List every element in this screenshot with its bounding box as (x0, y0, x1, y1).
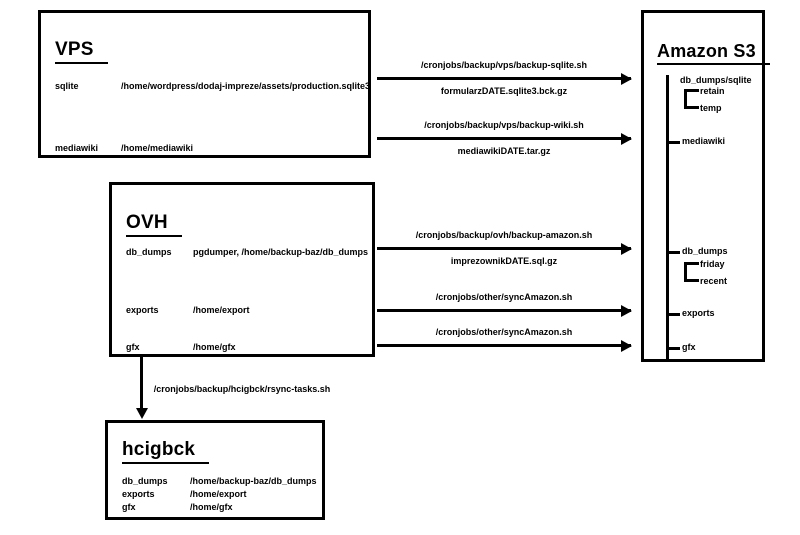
edge-vps-sqlite-label-artifact: formularzDATE.sqlite3.bck.gz (440, 86, 568, 96)
row-value: /home/export (193, 305, 250, 315)
node-vps-row-mediawiki: mediawiki/home/mediawiki (55, 143, 193, 154)
node-ovh-title-text: OVH (126, 212, 168, 233)
title-underline (55, 62, 108, 64)
row-value: /home/backup-baz/db_dumps (190, 476, 317, 486)
node-amazon-s3[interactable]: Amazon S3 db_dumps/sqlite retain temp me… (641, 10, 770, 362)
edge-ovh-gfx-to-s3-arrow (377, 339, 632, 352)
sub-branch-arm (687, 279, 699, 282)
edge-vps-sqlite-label-script: /cronjobs/backup/vps/backup-sqlite.sh (420, 60, 588, 70)
edge-vps-mediawiki-label-artifact: mediawikiDATE.tar.gz (457, 146, 551, 156)
node-ovh-row-exports: exports/home/export (126, 305, 250, 316)
row-key: gfx (126, 342, 140, 352)
node-ovh-title: OVH (126, 212, 182, 237)
node-hcigbck[interactable]: hcigbck db_dumps/home/backup-baz/db_dump… (105, 420, 325, 520)
node-vps[interactable]: VPS sqlite/home/wordpress/dodaj-impreze/… (38, 10, 371, 158)
s3-tree-item-db-dumps: db_dumps (682, 246, 728, 256)
edge-ovh-dbdumps-label-script: /cronjobs/backup/ovh/backup-amazon.sh (415, 230, 593, 240)
edge-vps-sqlite-to-s3-arrow (377, 72, 632, 85)
s3-tree-item-db-dumps-sqlite: db_dumps/sqlite (680, 75, 752, 85)
title-underline (657, 63, 770, 65)
edge-ovh-dbdumps-to-s3-arrow (377, 242, 632, 255)
node-amazon-s3-title-text: Amazon S3 (657, 41, 756, 61)
edge-ovh-gfx-label-script: /cronjobs/other/syncAmazon.sh (435, 327, 573, 337)
title-underline (126, 235, 182, 237)
edge-ovh-to-hcigbck-label-script: /cronjobs/backup/hcigbck/rsync-tasks.sh (153, 384, 331, 394)
s3-subtree-item-temp: temp (700, 103, 722, 113)
s3-subtree-item-retain: retain (700, 86, 725, 96)
s3-tree-tick-db-dumps (666, 251, 680, 254)
row-value: pgdumper, /home/backup-baz/db_dumps (193, 247, 369, 257)
row-value: /home/gfx (190, 502, 233, 512)
node-vps-title-text: VPS (55, 39, 94, 60)
sub-branch-arm (687, 106, 699, 109)
node-hcigbck-row-exports: exports/home/export (122, 489, 247, 500)
row-key: exports (126, 305, 159, 315)
node-hcigbck-title-text: hcigbck (122, 439, 196, 460)
edge-ovh-to-hcigbck-arrow (135, 357, 148, 419)
row-key: gfx (122, 502, 136, 512)
row-value: /home/gfx (193, 342, 236, 352)
edge-vps-mediawiki-label-script: /cronjobs/backup/vps/backup-wiki.sh (424, 120, 584, 130)
node-hcigbck-row-gfx: gfx/home/gfx (122, 502, 233, 513)
s3-tree-item-exports: exports (682, 308, 715, 318)
s3-subtree-bracket-db-dumps (684, 262, 699, 282)
sub-branch-arm (687, 89, 699, 92)
row-value: /home/wordpress/dodaj-impreze/assets/pro… (121, 81, 371, 91)
node-vps-title: VPS (55, 39, 108, 64)
s3-tree-tick-mediawiki (666, 141, 680, 144)
node-amazon-s3-title: Amazon S3 (657, 41, 770, 65)
sub-branch-arm (687, 262, 699, 265)
edge-ovh-exports-to-s3-arrow (377, 304, 632, 317)
s3-tree-trunk (666, 75, 669, 359)
node-hcigbck-title: hcigbck (122, 439, 210, 464)
row-value: /home/export (190, 489, 247, 499)
row-key: mediawiki (55, 143, 99, 153)
row-value: /home/mediawiki (121, 143, 194, 153)
node-vps-row-sqlite: sqlite/home/wordpress/dodaj-impreze/asse… (55, 81, 370, 92)
edge-vps-mediawiki-to-s3-arrow (377, 132, 632, 145)
s3-tree-tick-exports (666, 313, 680, 316)
edge-ovh-dbdumps-label-artifact: imprezownikDATE.sql.gz (450, 256, 558, 266)
node-ovh-row-db-dumps: db_dumps pgdumper, /home/backup-baz/db_du… (126, 247, 368, 258)
row-key: db_dumps (126, 247, 172, 257)
s3-tree-item-gfx: gfx (682, 342, 696, 352)
s3-subtree-bracket-sqlite (684, 89, 699, 109)
row-key: exports (122, 489, 155, 499)
s3-subtree-item-friday: friday (700, 259, 725, 269)
s3-subtree-item-recent: recent (700, 276, 728, 286)
node-ovh-row-gfx: gfx/home/gfx (126, 342, 236, 353)
node-hcigbck-row-db-dumps: db_dumps/home/backup-baz/db_dumps (122, 476, 317, 487)
node-ovh[interactable]: OVH db_dumps pgdumper, /home/backup-baz/d… (109, 182, 375, 357)
title-underline (122, 462, 210, 464)
row-key: db_dumps (122, 476, 168, 486)
s3-tree-item-mediawiki: mediawiki (682, 136, 726, 146)
s3-tree-tick-gfx (666, 347, 680, 350)
row-key: sqlite (55, 81, 79, 91)
edge-ovh-exports-label-script: /cronjobs/other/syncAmazon.sh (435, 292, 573, 302)
